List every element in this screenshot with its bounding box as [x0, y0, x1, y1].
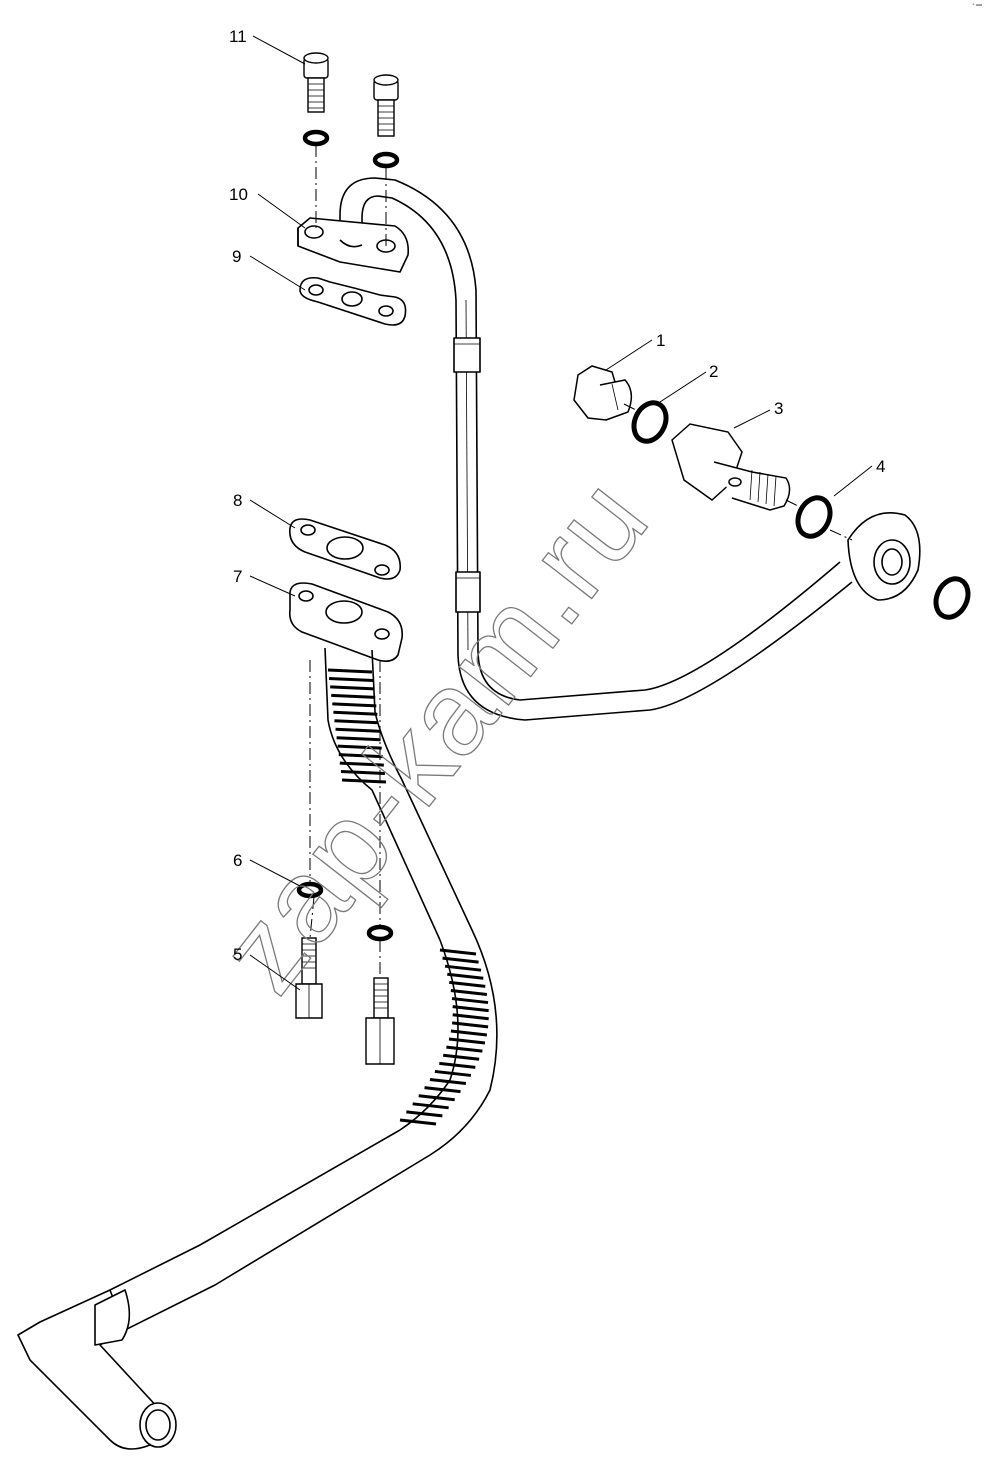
sealing-ring-4 — [795, 495, 833, 539]
callout-10: 10 — [229, 185, 248, 204]
hose-corrugation-ribs — [327, 668, 489, 1126]
hose-rib — [331, 693, 376, 699]
hose-rib — [452, 1005, 489, 1013]
oil-drain-hose — [17, 518, 498, 1450]
hose-rib — [442, 1053, 480, 1061]
washer-6b — [366, 924, 394, 942]
leader-lines — [249, 35, 873, 991]
hose-rib — [329, 676, 374, 682]
hose-rib — [444, 964, 482, 972]
hose-rib — [434, 1069, 472, 1077]
sealing-ring-eye — [933, 576, 971, 620]
banjo-eye-fitting — [847, 511, 921, 601]
hose-rib — [332, 702, 377, 708]
callout-7: 7 — [233, 567, 242, 586]
callout-5: 5 — [233, 945, 242, 964]
hose-rib — [450, 1029, 488, 1037]
hose-rib — [412, 1102, 449, 1110]
hose-rib — [424, 1086, 461, 1094]
stud-5b — [365, 977, 395, 1065]
stud-5 — [295, 937, 323, 1019]
hose-rib — [341, 778, 387, 784]
corner-mark: ▪ ▬ — [972, 2, 982, 8]
hose-rib — [446, 1045, 483, 1053]
hose-rib — [340, 770, 385, 776]
hose-rib — [429, 1078, 467, 1086]
plug-1 — [573, 365, 633, 421]
hose-rib — [451, 1021, 489, 1029]
hose-rib — [418, 1094, 455, 1102]
hose-rib — [442, 956, 479, 964]
hose-rib — [339, 761, 384, 767]
hose-rib — [335, 727, 380, 733]
hose-rib — [334, 719, 379, 725]
banjo-bolt-3 — [671, 423, 791, 511]
hose-rib — [452, 1013, 489, 1021]
washer-top-right — [372, 151, 400, 169]
hose-rib — [447, 972, 484, 980]
callout-2: 2 — [709, 362, 718, 381]
bolt-11 — [303, 52, 329, 113]
sealing-ring-2 — [631, 400, 669, 444]
hose-rib — [449, 980, 486, 988]
assembly-axes — [309, 145, 853, 978]
callout-3: 3 — [774, 399, 783, 418]
hose-rib — [439, 948, 477, 956]
hose-rib — [330, 685, 375, 691]
hose-rib — [450, 988, 488, 996]
callout-11: 11 — [229, 27, 247, 46]
oil-supply-tube — [297, 177, 853, 721]
hose-rib — [399, 1118, 437, 1126]
hose-rib — [336, 736, 381, 742]
hose-rib — [406, 1110, 443, 1118]
callout-9: 9 — [232, 247, 241, 266]
hose-rib — [338, 753, 383, 759]
hose-rib — [333, 710, 378, 716]
hose-rib — [451, 997, 489, 1005]
hose-rib — [439, 1061, 476, 1069]
callout-8: 8 — [233, 491, 242, 510]
bolt-11b — [373, 74, 399, 137]
hose-rib — [337, 744, 382, 750]
watermark-text: zap-kam.ru — [194, 454, 674, 1016]
callout-1: 1 — [656, 331, 665, 350]
hose-rib — [448, 1037, 486, 1045]
callout-4: 4 — [876, 457, 885, 476]
callout-6: 6 — [233, 851, 242, 870]
washer-top-left — [302, 129, 330, 147]
hose-rib — [327, 668, 373, 674]
